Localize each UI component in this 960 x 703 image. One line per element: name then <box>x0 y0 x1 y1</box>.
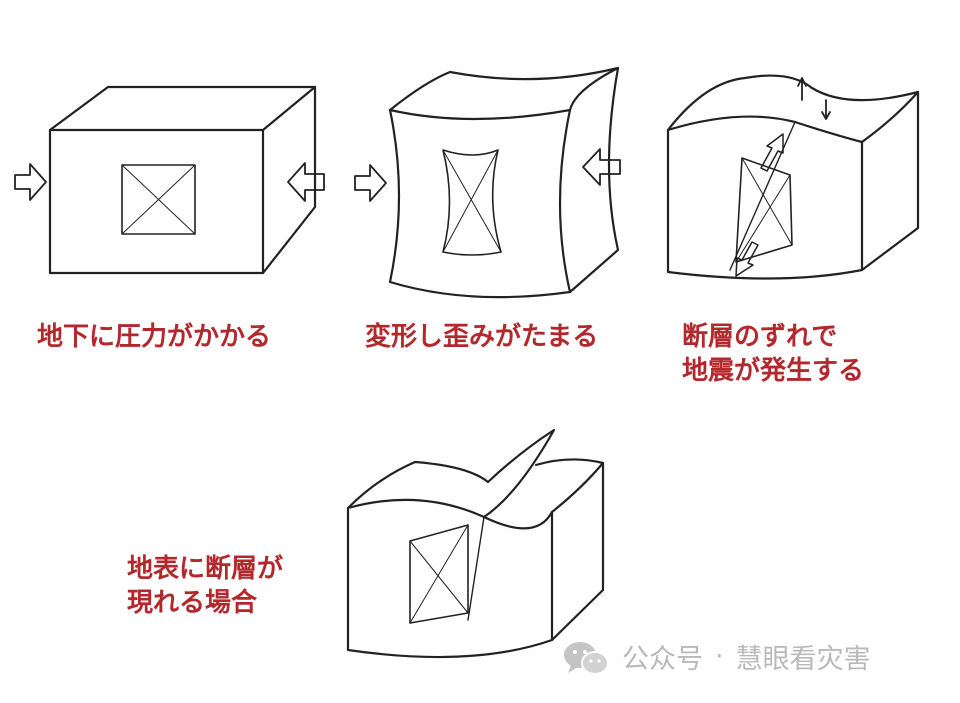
deformed-block <box>354 66 621 299</box>
watermark-account: 慧眼看灾害 <box>735 643 871 675</box>
caption-deformation: 変形し歪みがたまる <box>365 320 598 354</box>
watermark: 公众号 · 慧眼看灾害 <box>562 636 871 676</box>
caption-line: 変形し歪みがたまる <box>365 322 599 352</box>
caption-line: 現れる場合 <box>127 588 258 618</box>
down-slip-arrow <box>735 241 759 277</box>
watermark-source: 公众号 <box>622 643 703 675</box>
block-under-pressure <box>14 85 325 275</box>
left-pressure-arrow <box>14 163 47 201</box>
surface-rupture-block <box>346 428 605 659</box>
subsidence-arrow <box>821 99 831 120</box>
caption-pressure: 地下に圧力がかかる <box>37 320 271 354</box>
right-pressure-arrow <box>287 162 325 202</box>
caption-fault-slip: 断層のずれで 地震が発生する <box>682 320 864 388</box>
caption-line: 地表に断層が <box>127 554 284 584</box>
caption-surface-fault: 地表に断層が 現れる場合 <box>127 552 283 620</box>
up-slip-arrow <box>760 133 784 172</box>
caption-line: 地下に圧力がかかる <box>37 322 272 352</box>
watermark-icon-space <box>562 638 608 674</box>
uplift-arrow <box>797 77 807 101</box>
caption-line: 地震が発生する <box>682 356 865 386</box>
left-pressure-arrow <box>354 164 387 202</box>
caption-line: 断層のずれで <box>682 322 838 352</box>
right-pressure-arrow <box>582 148 621 186</box>
watermark-separator: · <box>715 640 724 672</box>
fault-slip-block <box>666 74 920 280</box>
wechat-icon <box>564 642 609 675</box>
